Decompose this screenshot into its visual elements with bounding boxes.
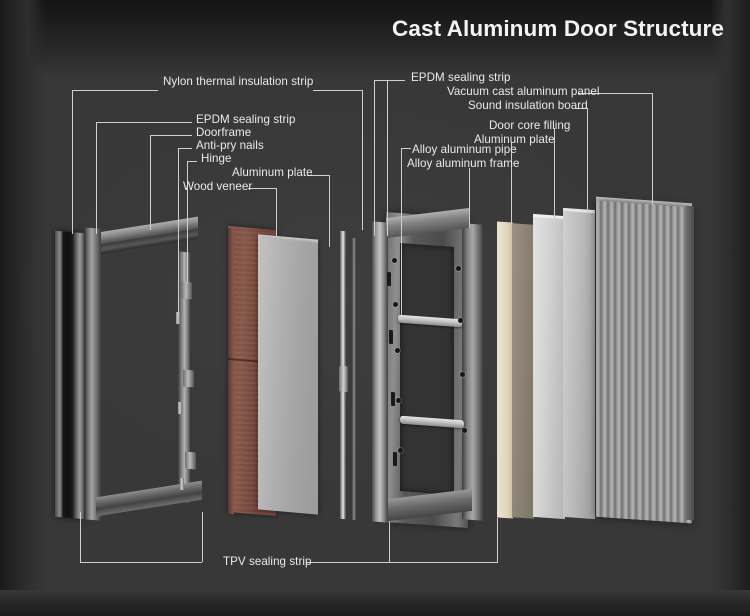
label-door-core-filling: Door core filling xyxy=(489,119,571,132)
frame-hole xyxy=(393,302,398,307)
label-anti-pry-nails: Anti-pry nails xyxy=(196,139,264,152)
leader-nails-drop xyxy=(178,148,179,314)
leader-hinge-drop xyxy=(187,161,188,283)
leader-veneer-drop xyxy=(276,188,277,236)
label-alloy-aluminum-pipe: Alloy aluminum pipe xyxy=(412,143,517,156)
anti-pry-nail-2 xyxy=(178,401,182,415)
label-wood-veneer: Wood veneer xyxy=(183,180,253,193)
leader-pipe xyxy=(401,148,411,149)
backdrop-left-gradient xyxy=(0,0,46,616)
label-epdm-sealing-strip-right: EPDM sealing strip xyxy=(411,71,511,84)
hinge-part-bottom xyxy=(185,451,196,470)
label-aluminum-plate-right: Aluminum plate xyxy=(474,133,555,146)
label-epdm-sealing-strip-left: EPDM sealing strip xyxy=(196,113,296,126)
leader-epdm-r-drop1 xyxy=(387,80,388,236)
vacuum-cast-aluminum-panel-side xyxy=(686,205,694,521)
leader-doorframe xyxy=(150,135,192,136)
wood-veneer-edge xyxy=(228,227,234,515)
leader-epdm-r xyxy=(387,80,405,81)
alloy-aluminum-frame-left-stile xyxy=(372,221,388,523)
frame-slot xyxy=(391,391,395,407)
leader-epdm-l xyxy=(96,122,192,123)
aluminum-plate-right-panel xyxy=(563,210,595,520)
leader-core-drop xyxy=(554,128,555,223)
leader-tpv-left-drop2 xyxy=(202,512,203,562)
leader-hinge xyxy=(187,161,197,162)
label-sound-insulation-board: Sound insulation board xyxy=(468,99,588,112)
leader-epdm-r-drop2 xyxy=(374,80,375,236)
frame-slot xyxy=(393,451,397,467)
backdrop-top-gradient xyxy=(0,0,750,78)
nylon-thermal-insulation-strip-part xyxy=(84,227,101,521)
leader-tpv-right-bar xyxy=(306,562,498,563)
leader-nails xyxy=(178,148,192,149)
frame-hole xyxy=(460,372,465,377)
leader-tpv-left-bar xyxy=(80,562,202,563)
doorframe-sill xyxy=(96,480,202,517)
frame-hole xyxy=(456,266,461,271)
leader-frame-drop xyxy=(469,168,470,228)
leader-alplate-l xyxy=(307,175,329,176)
label-doorframe: Doorframe xyxy=(196,126,252,139)
frame-hole xyxy=(396,398,401,403)
leader-sound xyxy=(575,108,587,109)
label-hinge: Hinge xyxy=(201,152,232,165)
vacuum-cast-aluminum-panel xyxy=(596,200,692,524)
hinge-part-top xyxy=(181,281,192,300)
frame-hole xyxy=(392,258,397,263)
page-title: Cast Aluminum Door Structure xyxy=(392,16,724,41)
leader-nylon-right xyxy=(313,90,363,91)
door-core-filling-edge xyxy=(497,221,513,519)
leader-pipe-drop xyxy=(401,148,402,320)
aluminum-plate-left-panel xyxy=(258,237,318,515)
frame-hole xyxy=(398,448,403,453)
leader-tpv-left-drop1 xyxy=(80,512,81,562)
leader-alplate-r-drop xyxy=(511,142,512,224)
leader-nylon-left xyxy=(72,90,158,91)
leader-tpv-right-drop1 xyxy=(389,522,390,562)
leader-nylon-drop-r xyxy=(362,90,363,230)
leader-tpv-right-drop2 xyxy=(497,518,498,562)
label-vacuum-cast-aluminum-panel: Vacuum cast aluminum panel xyxy=(447,85,600,98)
doorframe-outer-stile xyxy=(55,230,85,520)
backdrop-right-gradient xyxy=(710,0,750,616)
frame-hole xyxy=(458,318,463,323)
leader-vacuum xyxy=(578,93,652,94)
leader-epdm-r-top xyxy=(374,80,387,81)
frame-slot xyxy=(387,271,391,287)
frame-hole xyxy=(462,428,467,433)
anti-pry-nail-3 xyxy=(180,477,184,491)
label-aluminum-plate-left: Aluminum plate xyxy=(232,166,313,179)
lock-rod-knob xyxy=(339,365,348,393)
leader-doorframe-drop xyxy=(150,135,151,230)
alloy-aluminum-frame-void xyxy=(400,243,454,495)
sound-insulation-board-panel xyxy=(533,216,565,520)
door-core-filling-panel xyxy=(512,223,534,519)
leader-epdm-l-drop xyxy=(96,122,97,234)
leader-veneer xyxy=(248,188,276,189)
alloy-aluminum-frame-right-stile xyxy=(462,223,484,521)
backdrop-bottom-gradient xyxy=(0,590,750,616)
epdm-sealing-strip-rod2 xyxy=(352,237,356,521)
leader-alplate-l-drop xyxy=(329,175,330,247)
frame-slot xyxy=(389,329,393,345)
leader-vacuum-drop xyxy=(652,93,653,205)
label-nylon-thermal-insulation-strip: Nylon thermal insulation strip xyxy=(163,75,314,88)
leader-nylon-drop-l xyxy=(72,90,73,234)
leader-sound-drop xyxy=(587,108,588,213)
label-alloy-aluminum-frame: Alloy aluminum frame xyxy=(407,157,520,170)
hinge-part-middle xyxy=(183,369,194,388)
frame-hole xyxy=(395,348,400,353)
label-tpv-sealing-strip: TPV sealing strip xyxy=(223,555,312,568)
